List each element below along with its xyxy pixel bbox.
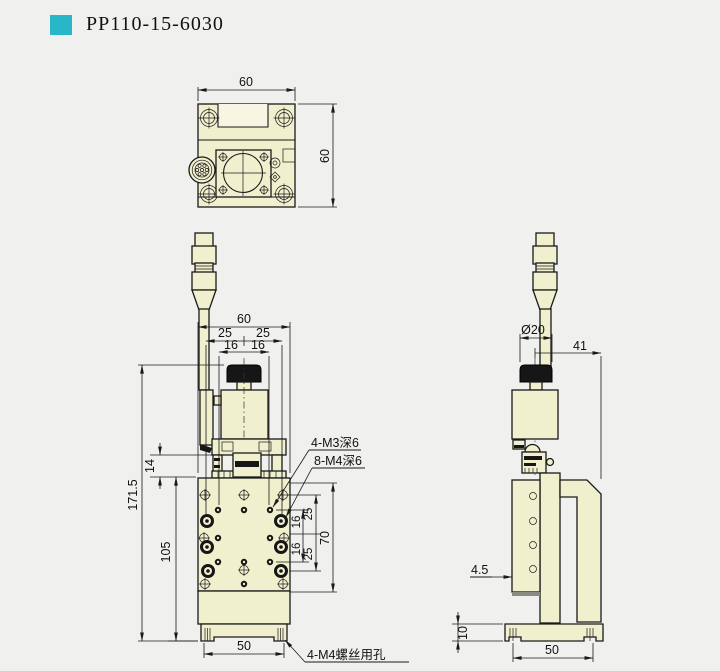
page-title: PP110-15-6030 [86, 13, 224, 35]
table-screws-icon [218, 152, 269, 195]
dim-r16-bottom: 16 [291, 543, 303, 556]
callout-m3: 4-M3深6 [311, 436, 359, 450]
dim-25-left: 25 [218, 326, 232, 340]
dim-front-50: 50 [237, 639, 251, 653]
dim-4-5: 4.5 [471, 563, 488, 577]
manual-knob-side [519, 364, 553, 383]
callout-base-holes: 4-M4螺丝用孔 [307, 648, 386, 662]
dim-front-width: 60 [237, 312, 251, 326]
front-view: 60 25 25 16 16 171.5 14 [126, 232, 409, 663]
side-view-dimensions: Ø20 41 4.5 10 50 [452, 323, 602, 662]
motor-body-side [511, 389, 559, 440]
top-view-dimensions: 60 60 [197, 75, 337, 208]
dim-top-width: 60 [239, 75, 253, 89]
plate-screw-holes [198, 489, 290, 590]
dim-r25-top: 25 [303, 508, 315, 521]
side-view: Ø20 41 4.5 10 50 [452, 232, 604, 662]
dim-knob-diameter: Ø20 [521, 323, 545, 337]
front-view-dimensions: 60 25 25 16 16 171.5 14 [126, 312, 409, 663]
callout-m4: 8-M4深6 [314, 454, 362, 468]
dim-16-left: 16 [224, 338, 238, 352]
dim-top-depth: 60 [318, 149, 332, 163]
dim-side-50: 50 [545, 643, 559, 657]
motor-body-front [220, 389, 269, 440]
top-view: 60 60 [188, 75, 337, 208]
dim-70: 70 [318, 531, 332, 545]
dim-16-right: 16 [251, 338, 265, 352]
corner-screw-icon [198, 107, 295, 205]
dim-41: 41 [573, 339, 587, 353]
dim-r16-top: 16 [291, 516, 303, 529]
dim-height-total: 171.5 [126, 479, 140, 510]
dim-25-right: 25 [256, 326, 270, 340]
base-foot-side [504, 623, 604, 642]
plate-m3-holes [214, 506, 274, 588]
coupling-mechanism-front [211, 452, 287, 479]
connector-side-icon [532, 232, 558, 367]
support-column [539, 472, 561, 624]
dim-10: 10 [456, 626, 470, 640]
support-bracket [559, 479, 602, 623]
coupling-mechanism-side [512, 439, 555, 474]
limit-switch-icon [269, 148, 296, 183]
connector-plan-icon [188, 156, 216, 184]
dim-105: 105 [159, 542, 173, 563]
connector-front-icon [191, 232, 217, 391]
carriage-plate-side [511, 479, 541, 593]
title-bullet-icon [50, 14, 72, 35]
drawing-header: PP110-15-6030 [50, 13, 224, 36]
cable-conduit [199, 389, 214, 446]
plate-m4-holes [200, 514, 288, 578]
dim-r25-bottom: 25 [303, 548, 315, 561]
dim-14: 14 [143, 459, 157, 473]
